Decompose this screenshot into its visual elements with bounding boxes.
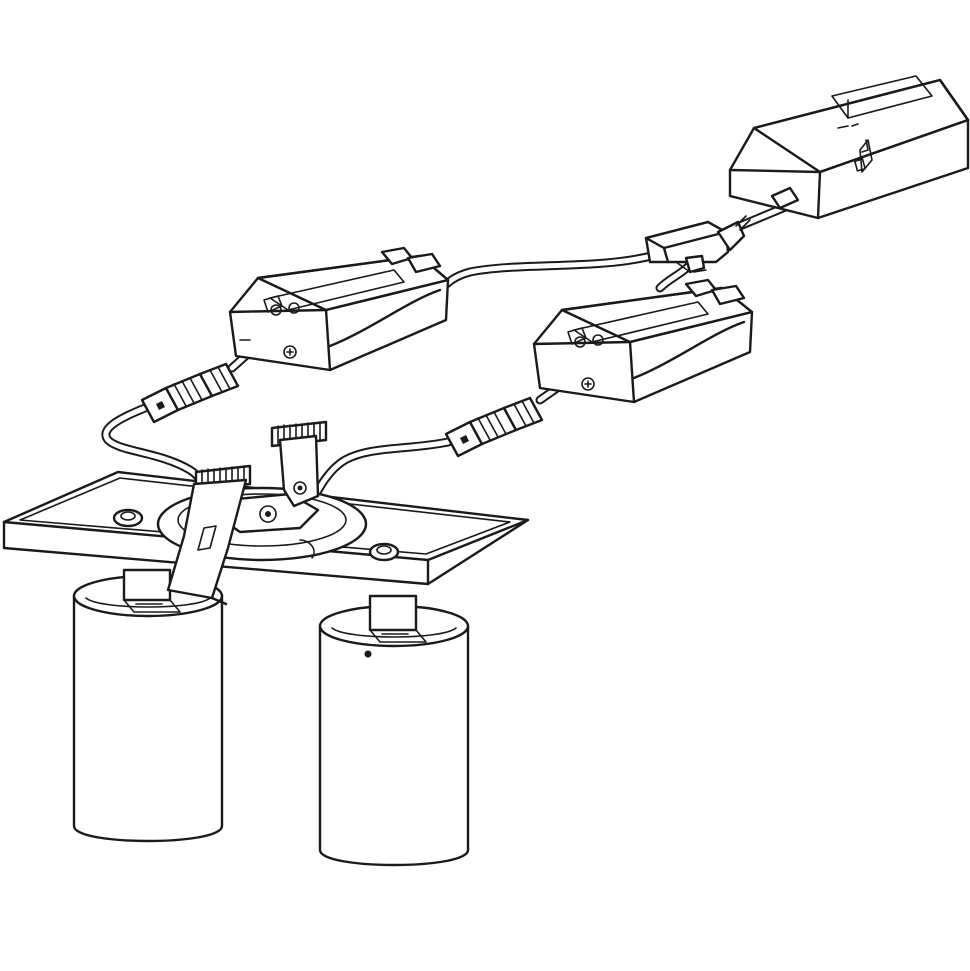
inline-plug-connector-left bbox=[140, 362, 240, 424]
spring-clip-right bbox=[270, 420, 328, 508]
power-supply-box bbox=[728, 75, 970, 220]
led-driver-right bbox=[532, 278, 754, 404]
plate-screw-icon bbox=[112, 508, 144, 528]
spring-clip-left bbox=[166, 464, 252, 606]
led-driver-left bbox=[228, 246, 450, 372]
y-splitter-connector bbox=[644, 215, 751, 274]
ceiling-mounting-plate bbox=[2, 470, 530, 586]
cylinder-spotlight-right bbox=[318, 594, 470, 867]
inline-plug-connector-right bbox=[444, 396, 544, 458]
cylinder-spotlight-left bbox=[72, 568, 224, 843]
plate-screw-icon bbox=[368, 542, 400, 562]
